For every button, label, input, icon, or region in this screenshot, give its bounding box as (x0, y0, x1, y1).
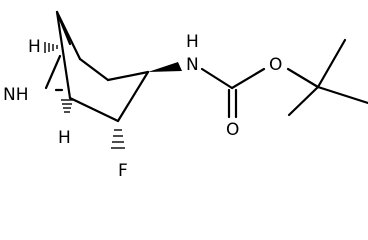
atom-label-h-bottom: H (58, 128, 71, 148)
hashed-bond-top-h (44, 42, 58, 53)
atom-label-ester-oxygen: O (269, 55, 282, 75)
atom-label-carbamate-n: N (186, 55, 199, 75)
bond-nh-top (44, 54, 62, 90)
bond-carbonyl-ester-o (230, 67, 266, 90)
bond-tbu-methyl-top (316, 38, 347, 89)
bond-upper-bridge-left (55, 10, 72, 46)
carbamate-bonds (200, 38, 368, 119)
bond-tbu-methyl-right (316, 85, 368, 105)
atom-label-carbamate-h: H (186, 32, 199, 52)
molecule-structure-diagram: H NH H F N H O O (3, 10, 368, 181)
atom-label-h-top: H (28, 37, 41, 57)
hashed-bond-bottom-h (61, 99, 73, 113)
bond-ester-o-tbu (286, 67, 320, 89)
bond-n-carbonyl (200, 67, 234, 90)
bond-tbu-methyl-bottom (287, 85, 320, 117)
wedge-bond-to-carbamate-n (148, 62, 182, 72)
atom-label-fluorine: F (118, 161, 128, 181)
bond-ring-lower-carbon (116, 70, 150, 123)
bond-ring-right-carbon (106, 70, 150, 82)
bond-lower-bridge (55, 10, 72, 100)
bond-ring-top-right (78, 57, 110, 82)
bicyclic-ring-bonds (44, 10, 150, 123)
bond-ring-bottom-right (68, 96, 120, 123)
atom-label-nh: NH (3, 85, 29, 105)
atom-label-carbonyl-oxygen: O (226, 120, 239, 140)
hashed-bond-fluorine (111, 129, 125, 149)
